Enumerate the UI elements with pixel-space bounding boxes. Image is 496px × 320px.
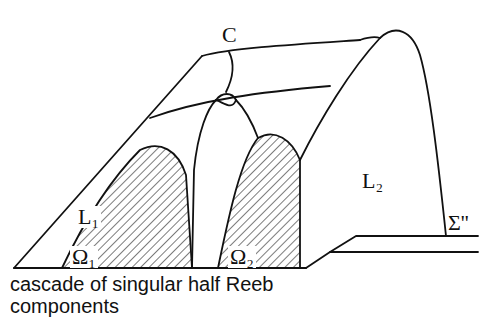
leaf-label: L₂ [362, 170, 383, 192]
surface-label: Σ'' [448, 212, 469, 234]
caption: cascade of singular half Reeb components [10, 273, 355, 317]
leaf-label: L₁ [76, 206, 101, 228]
region-label: Ω₂ [228, 246, 256, 268]
region-label: Ω₁ [70, 246, 98, 268]
point-label: C [222, 24, 237, 46]
